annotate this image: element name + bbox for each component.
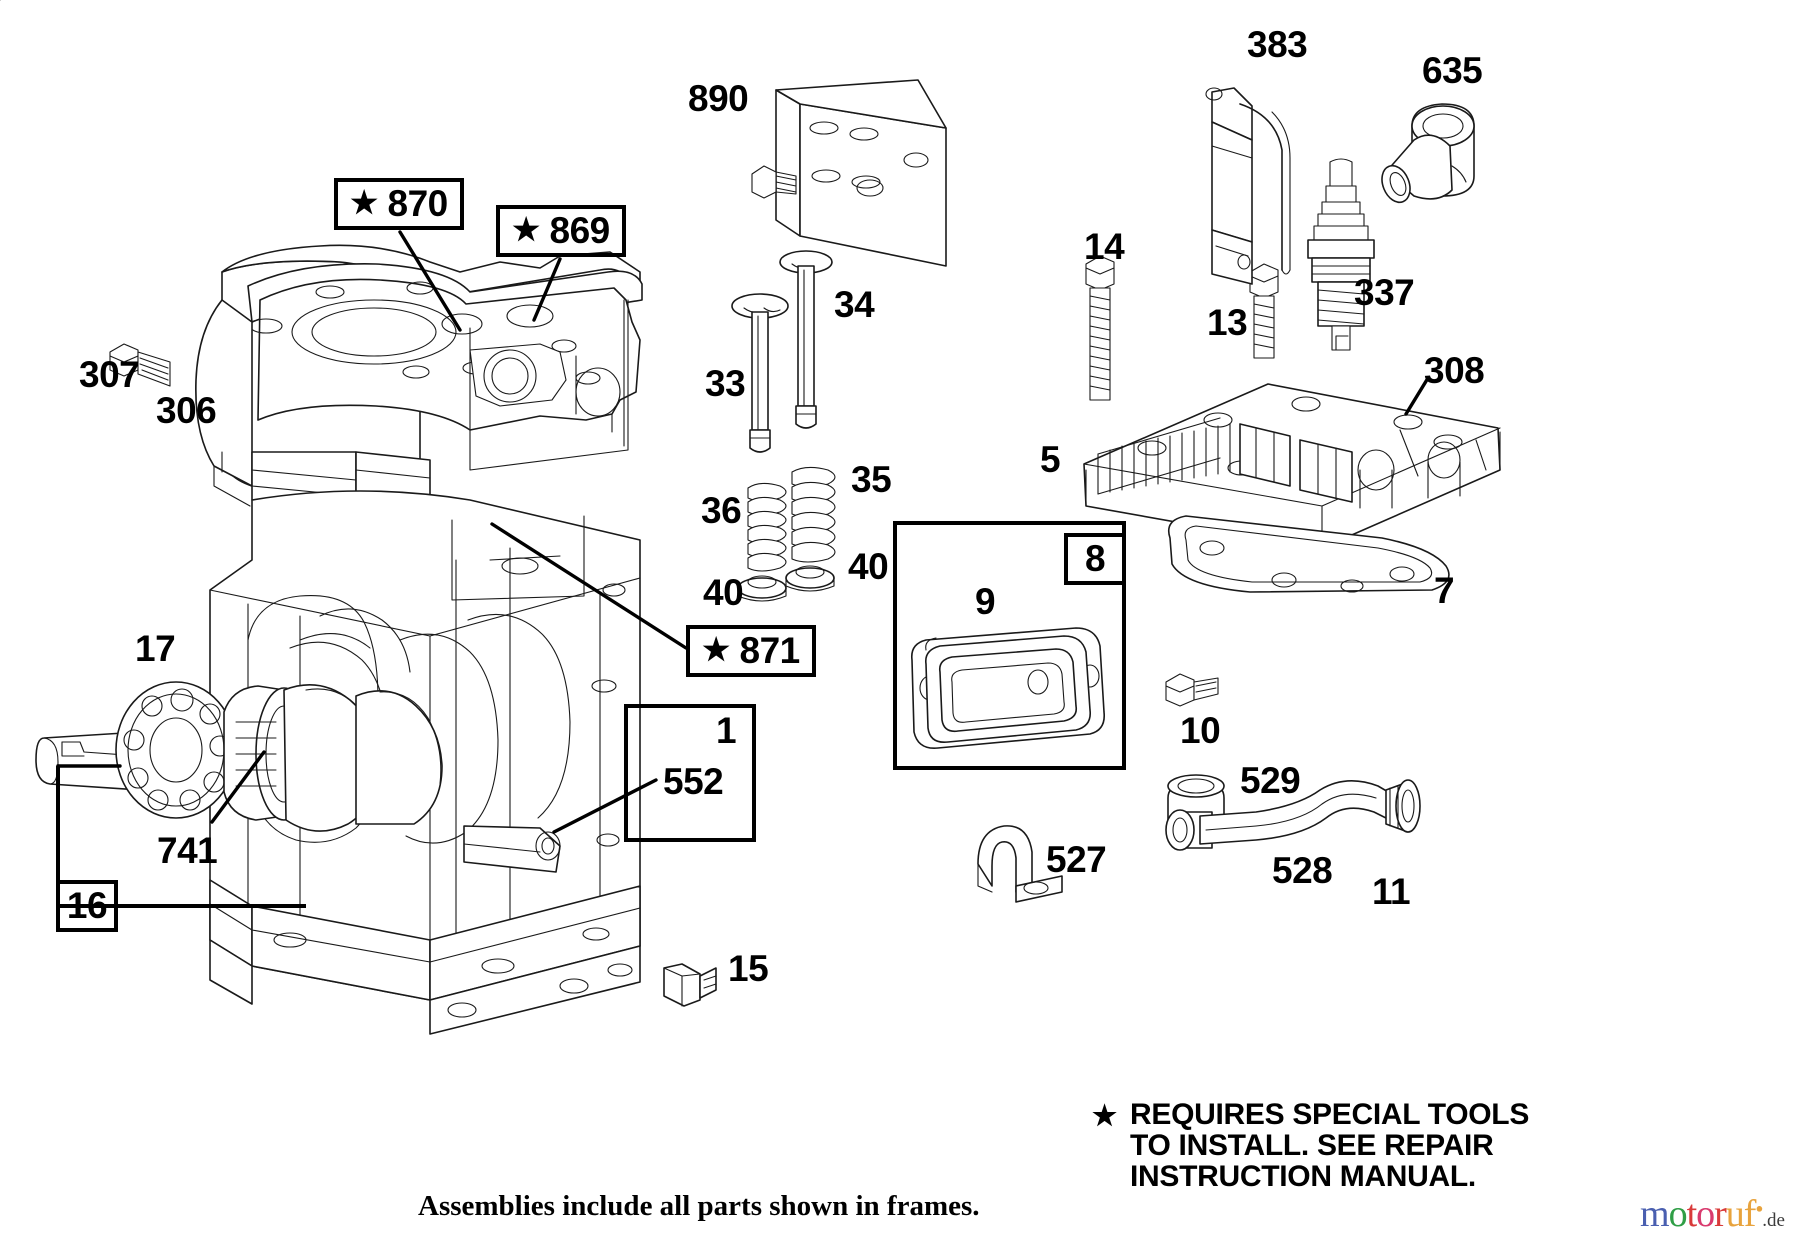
assembly-frame-1 xyxy=(624,704,756,842)
logo-wordmark: motoruf xyxy=(1640,1193,1757,1235)
logo-letter: r xyxy=(1714,1193,1727,1235)
star-box-870[interactable]: ★ 870 xyxy=(334,178,464,230)
callout-13[interactable]: 13 xyxy=(1207,302,1248,343)
callout-17[interactable]: 17 xyxy=(135,628,176,669)
logo-letter: t xyxy=(1686,1193,1698,1235)
special-tools-line-1: REQUIRES SPECIAL TOOLS xyxy=(1130,1098,1530,1131)
box-label-text: 1 xyxy=(715,710,737,751)
logo-letter: m xyxy=(1640,1193,1670,1235)
callout-741[interactable]: 741 xyxy=(157,830,218,871)
star-icon: ★ xyxy=(350,184,378,220)
star-icon: ★ xyxy=(512,211,540,247)
screw-13 xyxy=(1249,263,1279,359)
screw-14 xyxy=(1085,255,1115,401)
star-box-869[interactable]: ★ 869 xyxy=(496,205,626,257)
box-label-16[interactable]: 16 xyxy=(56,880,118,932)
special-tools-line-2: TO INSTALL. SEE REPAIR xyxy=(1130,1128,1494,1162)
star-box-871[interactable]: ★ 871 xyxy=(686,625,816,677)
callout-307[interactable]: 307 xyxy=(79,354,140,395)
callout-15[interactable]: 15 xyxy=(728,948,769,989)
spring-retainer-40-left xyxy=(737,575,787,602)
callout-40-right[interactable]: 40 xyxy=(848,546,889,587)
cylinder-head-308 xyxy=(1083,383,1501,549)
logo-letter: o xyxy=(1668,1193,1688,1235)
callout-528[interactable]: 528 xyxy=(1272,850,1333,891)
breather-tube-528 xyxy=(1165,774,1421,851)
star-box-label: 871 xyxy=(739,630,801,671)
valve-spring-35 xyxy=(791,466,836,563)
assembly-frame-8 xyxy=(893,521,1126,770)
callout-40-left[interactable]: 40 xyxy=(703,572,744,613)
logo-dot-icon: ● xyxy=(1755,1200,1763,1216)
head-gasket-7 xyxy=(1167,515,1450,593)
callout-527[interactable]: 527 xyxy=(1046,839,1107,880)
valve-34 xyxy=(779,250,833,429)
fuel-solenoid-383 xyxy=(1205,87,1291,285)
screw-10 xyxy=(1165,673,1219,707)
spring-retainer-40-right xyxy=(785,565,835,592)
spark-plug-337 xyxy=(1307,158,1375,351)
cylinder-block-306 xyxy=(195,244,643,1035)
star-box-label: 869 xyxy=(549,210,611,251)
callout-9[interactable]: 9 xyxy=(975,581,996,622)
logo-letter: o xyxy=(1696,1193,1715,1235)
callout-308[interactable]: 308 xyxy=(1424,350,1485,391)
callout-552[interactable]: 552 xyxy=(663,761,724,802)
assembly-frame-16 xyxy=(56,766,306,908)
assemblies-note: Assemblies include all parts shown in fr… xyxy=(418,1190,980,1222)
callout-7[interactable]: 7 xyxy=(1434,570,1455,611)
callout-11[interactable]: 11 xyxy=(1372,871,1411,912)
callout-635[interactable]: 635 xyxy=(1422,50,1483,91)
valve-spring-36 xyxy=(747,482,787,572)
clamp-527 xyxy=(977,825,1063,903)
box-label-text: 16 xyxy=(66,885,108,926)
valve-33 xyxy=(731,293,789,453)
star-icon: ★ xyxy=(702,631,730,667)
callout-306[interactable]: 306 xyxy=(156,390,217,431)
callout-14[interactable]: 14 xyxy=(1084,226,1125,267)
callout-337[interactable]: 337 xyxy=(1354,272,1415,313)
callout-529[interactable]: 529 xyxy=(1240,760,1301,801)
logo-suffix: .de xyxy=(1762,1210,1785,1231)
special-tools-note: ★ REQUIRES SPECIAL TOOLS TO INSTALL. SEE… xyxy=(1092,1098,1530,1193)
breather-assembly-9 xyxy=(910,627,1106,749)
box-label-1[interactable]: 1 xyxy=(700,704,756,754)
star-box-label: 870 xyxy=(387,183,449,224)
logo-letter: f xyxy=(1743,1193,1757,1235)
logo-letter: u xyxy=(1725,1193,1745,1235)
callout-5[interactable]: 5 xyxy=(1040,439,1061,480)
callout-34[interactable]: 34 xyxy=(834,284,875,325)
oil-drain-plug-15 xyxy=(663,963,717,1007)
special-tools-line-3: INSTRUCTION MANUAL. xyxy=(1130,1159,1476,1193)
spark-plug-boot-635 xyxy=(1381,103,1475,204)
callout-10[interactable]: 10 xyxy=(1180,710,1221,751)
callout-33[interactable]: 33 xyxy=(705,363,746,404)
callout-35[interactable]: 35 xyxy=(851,459,892,500)
box-label-8[interactable]: 8 xyxy=(1064,533,1126,585)
motoruf-logo: motoruf●.de xyxy=(1640,1192,1785,1236)
callout-890[interactable]: 890 xyxy=(688,78,749,119)
callout-36[interactable]: 36 xyxy=(701,490,742,531)
bracket-890 xyxy=(751,79,947,267)
callout-383[interactable]: 383 xyxy=(1247,24,1308,65)
box-label-text: 8 xyxy=(1084,538,1106,579)
screw-307 xyxy=(109,343,171,387)
star-icon: ★ xyxy=(1092,1100,1117,1131)
